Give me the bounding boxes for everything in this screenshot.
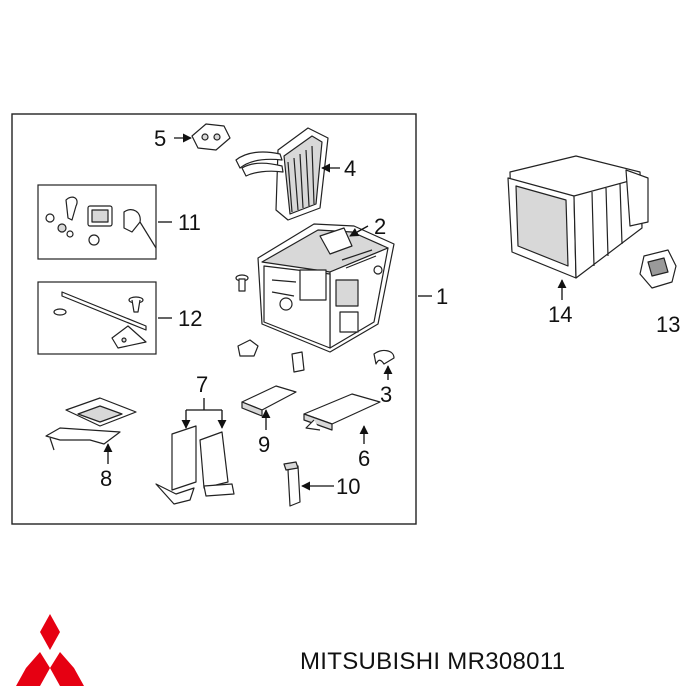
part-6-door[interactable] [303,393,381,431]
kit-box-12 [37,281,157,355]
part-12-link-kit[interactable] [53,291,147,349]
callout-4: 4 [344,156,356,181]
callout-12: 12 [178,306,202,331]
callout-14: 14 [548,302,572,327]
callout-3: 3 [380,382,392,407]
part-11-clip-kit[interactable] [45,196,157,249]
screw[interactable] [235,274,249,292]
callout-13: 13 [656,312,680,337]
part-5-bracket[interactable] [191,123,231,151]
callout-8: 8 [100,466,112,491]
callout-10: 10 [336,474,360,499]
part-3-clip[interactable] [373,349,395,365]
callout-5: 5 [154,126,166,151]
part-2-heater-case[interactable] [257,223,395,353]
part-8-damper[interactable] [45,397,137,451]
part-number-caption: MITSUBISHI MR308011 [300,648,566,675]
part-9-door[interactable] [241,385,297,417]
kit-box-11 [37,184,157,260]
callout-11: 11 [178,210,201,235]
leader-lines [103,133,567,491]
callout-1: 1 [436,284,448,309]
part-14-duct[interactable] [507,155,649,279]
part-13-clip[interactable] [639,249,677,289]
part-7-damper-doors[interactable] [155,425,235,505]
callout-6: 6 [358,446,370,471]
assembly-frame [11,113,417,525]
clip-a[interactable] [237,339,259,357]
part-10-lever[interactable] [283,461,301,507]
callout-9: 9 [258,432,270,457]
mitsubishi-logo [16,614,84,686]
callout-7: 7 [196,372,208,397]
part-4-heater-core[interactable] [235,127,329,221]
callout-2: 2 [374,214,386,239]
clip-b[interactable] [291,351,305,373]
